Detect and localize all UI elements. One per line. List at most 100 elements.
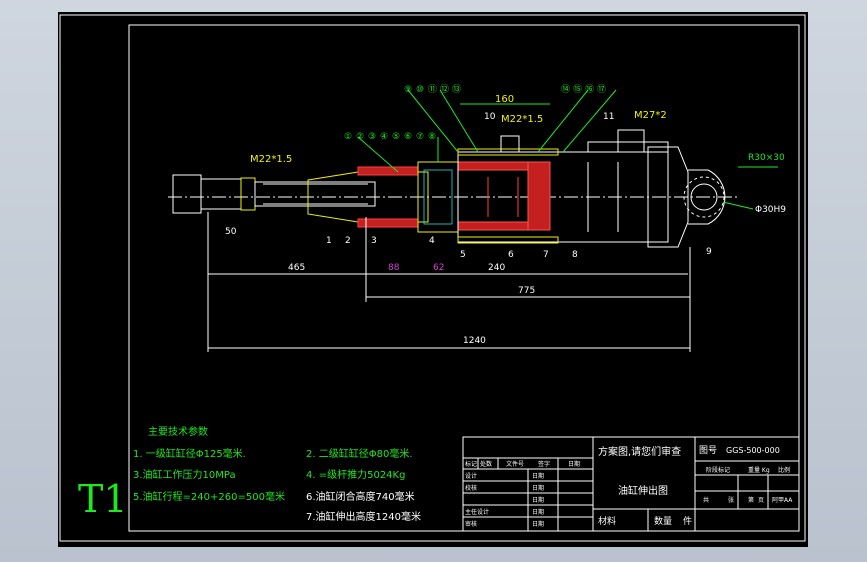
callout-5: 5 bbox=[460, 250, 466, 260]
tech-item-3: 3.油缸工作压力10MPa bbox=[133, 468, 236, 481]
clevis-pin-hole bbox=[690, 183, 718, 211]
rod-end-collar bbox=[240, 177, 256, 211]
sheet-label: T1 bbox=[78, 477, 128, 521]
callout-1: 1 bbox=[326, 236, 332, 246]
part-balloon: ① bbox=[344, 132, 352, 142]
callout-9: 9 bbox=[706, 247, 712, 257]
format-label: 阿甲AA bbox=[772, 496, 793, 504]
clevis bbox=[688, 169, 726, 225]
tech-item-7: 7.油缸伸出高度1240毫米 bbox=[306, 510, 421, 523]
weight-label: 重量 Kg bbox=[748, 466, 770, 474]
tech-title: 主要技术参数 bbox=[148, 425, 208, 438]
drawing-no-label: 图号 bbox=[699, 445, 717, 456]
scale-label: 比例 bbox=[778, 466, 790, 474]
dim-88: 88 bbox=[388, 263, 400, 273]
rod-end-neck bbox=[200, 178, 242, 210]
drawing-no: GGS-500-000 bbox=[726, 446, 780, 455]
tech-item-1: 1. 一级缸缸径Φ125毫米. bbox=[133, 447, 246, 460]
callout-4: 4 bbox=[429, 236, 435, 246]
stage-mark: 阶段标记 bbox=[706, 466, 730, 474]
cylinder-drawing bbox=[168, 129, 738, 248]
part-balloon: ⑩ bbox=[416, 85, 424, 95]
material-label: 材料 bbox=[598, 515, 616, 527]
quantity-label: 数量 bbox=[654, 515, 672, 527]
callout-6: 6 bbox=[508, 250, 514, 260]
dim-160: 160 bbox=[495, 94, 514, 105]
lower-flange bbox=[457, 236, 559, 244]
scheme-note: 方案图,请您们审查 bbox=[598, 445, 681, 458]
part-balloon: ⑬ bbox=[452, 84, 461, 95]
rev-col-mark: 标记 bbox=[465, 460, 477, 468]
date-1: 日期 bbox=[532, 472, 544, 480]
leader-line bbox=[407, 89, 459, 153]
leader-line bbox=[357, 136, 399, 173]
page-label: 第 bbox=[748, 496, 754, 504]
drawing-name: 油缸伸出图 bbox=[618, 484, 668, 497]
part-balloon: ⑯ bbox=[585, 84, 594, 95]
part-balloon: ⑫ bbox=[440, 84, 449, 95]
dim-50: 50 bbox=[225, 227, 237, 237]
total-label: 共 bbox=[703, 496, 709, 504]
tech-item-5: 5.油缸行程=240+260=500毫米 bbox=[133, 490, 285, 503]
rev-col-date: 日期 bbox=[568, 460, 580, 468]
dim-m22-top: M22*1.5 bbox=[501, 114, 543, 125]
rod-end-block bbox=[172, 174, 202, 214]
piece-label: 件 bbox=[683, 515, 692, 527]
tech-params: 主要技术参数 1. 一级缸缸径Φ125毫米. 2. 二级缸缸径Φ80毫米. 3.… bbox=[133, 425, 421, 523]
dim-465: 465 bbox=[288, 263, 305, 273]
rev-col-docno: 文件号 bbox=[506, 460, 524, 468]
part-balloon: ⑰ bbox=[597, 84, 606, 95]
role-check: 校核 bbox=[465, 484, 477, 492]
rev-col-count: 处数 bbox=[480, 460, 492, 468]
port-fitting-left bbox=[500, 135, 520, 153]
date-4: 日期 bbox=[532, 508, 544, 516]
lower-callouts: 1 2 3 4 5 6 7 8 9 10 11 bbox=[326, 112, 712, 260]
part-balloon: ⑧ bbox=[428, 132, 436, 142]
callout-7: 7 bbox=[543, 250, 549, 260]
callout-2: 2 bbox=[345, 236, 351, 246]
rev-col-sign: 签字 bbox=[538, 460, 550, 468]
dim-1240: 1240 bbox=[463, 336, 486, 346]
dim-phi30: Φ30H9 bbox=[755, 205, 786, 215]
part-balloon: ⑪ bbox=[428, 84, 437, 95]
part-balloon: ⑮ bbox=[573, 84, 582, 95]
role-chief: 主任设计 bbox=[465, 508, 489, 516]
tech-item-4: 4. =级杆推力5024Kg bbox=[306, 468, 405, 481]
part-balloon: ⑦ bbox=[416, 132, 424, 142]
page-unit: 页 bbox=[758, 497, 764, 504]
dim-240: 240 bbox=[488, 263, 505, 273]
sheets-label: 张 bbox=[728, 496, 734, 504]
dim-m22-left: M22*1.5 bbox=[250, 154, 292, 165]
part-balloon: ⑤ bbox=[392, 132, 400, 142]
callout-10: 10 bbox=[484, 112, 496, 122]
callout-8: 8 bbox=[572, 250, 578, 260]
dim-m27: M27*2 bbox=[634, 110, 667, 121]
title-block: 标记 处数 文件号 签字 日期 设计 校核 主任设计 审核 日期 日期 日期 日… bbox=[462, 436, 800, 532]
title-block-frame bbox=[462, 436, 800, 532]
dimensions: 160 M22*1.5 M27*2 M22*1.5 50 R30×30 Φ30H… bbox=[207, 94, 786, 352]
gland-hatch-top bbox=[357, 166, 419, 176]
part-balloon: ⑭ bbox=[561, 84, 570, 95]
clevis-outline bbox=[683, 176, 725, 218]
date-2: 日期 bbox=[532, 484, 544, 492]
inner-rod bbox=[254, 181, 376, 207]
part-balloon: ③ bbox=[368, 132, 376, 142]
outer-frame bbox=[59, 14, 806, 542]
dim-62: 62 bbox=[433, 263, 444, 273]
gland-hatch-bottom bbox=[357, 218, 419, 228]
role-design: 设计 bbox=[465, 472, 477, 480]
port-fitting-right bbox=[617, 129, 645, 153]
part-balloon: ④ bbox=[380, 132, 388, 142]
leader-line bbox=[439, 89, 479, 153]
dim-775: 775 bbox=[518, 286, 535, 296]
tech-item-2: 2. 二级缸缸径Φ80毫米. bbox=[306, 447, 413, 460]
dim-leader bbox=[722, 201, 754, 210]
tech-item-6: 6.油缸闭合高度740毫米 bbox=[306, 490, 415, 503]
dim-r: R30×30 bbox=[748, 153, 785, 163]
part-balloon: ⑥ bbox=[404, 132, 412, 142]
end-cap bbox=[647, 146, 689, 248]
